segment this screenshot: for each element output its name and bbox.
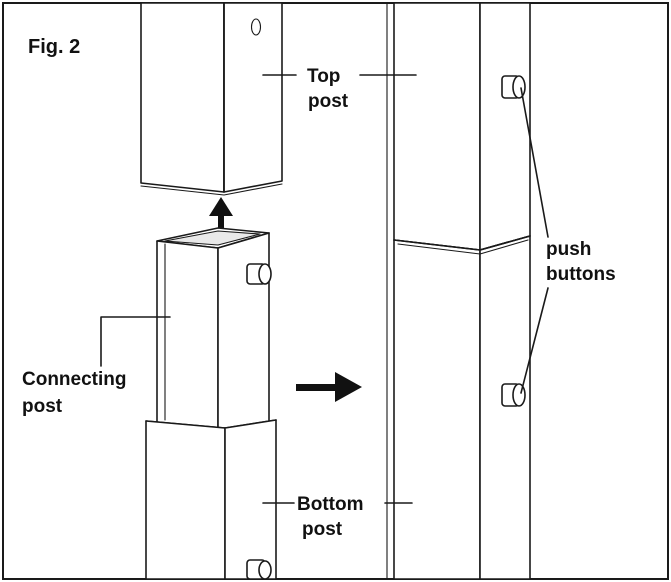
leader-lines <box>100 74 549 504</box>
assembled-lower-button <box>501 383 526 407</box>
bottom-post-button <box>246 559 272 580</box>
top-post-hole <box>250 18 262 36</box>
bottom-post-drawing <box>145 419 277 580</box>
push-buttons-label-line1: push <box>546 239 591 260</box>
push-buttons-label-line2: buttons <box>546 264 616 285</box>
connecting-post-drawing <box>156 227 272 433</box>
top-post-label-line1: Top <box>307 66 340 87</box>
connecting-post-button <box>246 263 272 285</box>
connecting-post-label-line1: Connecting <box>22 369 127 390</box>
figure-label: Fig. 2 <box>28 36 80 58</box>
top-post-drawing <box>140 2 283 196</box>
top-post-label-line2: post <box>308 91 349 112</box>
connecting-post-label-line2: post <box>22 396 63 417</box>
right-arrow <box>296 372 362 402</box>
bottom-post-label-line2: post <box>302 519 343 540</box>
bottom-post-label-line1: Bottom <box>297 494 363 515</box>
assembled-post-drawing <box>386 2 531 580</box>
